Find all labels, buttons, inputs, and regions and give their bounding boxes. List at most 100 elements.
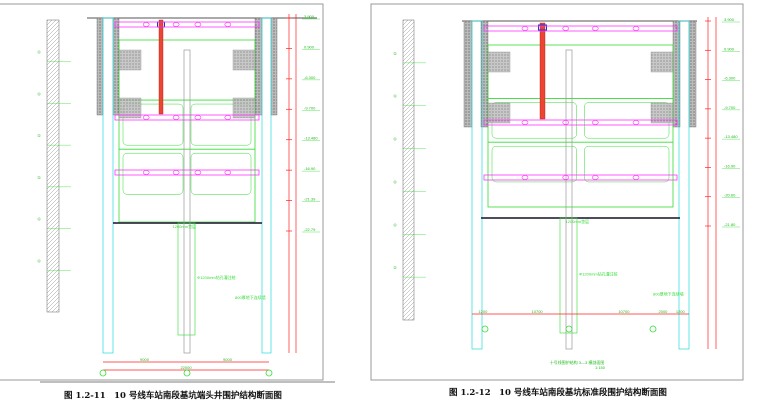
strut-joint [172, 115, 180, 120]
soil-layer-label: ① [393, 94, 397, 99]
strut-joint [142, 22, 150, 27]
strut-joint [194, 170, 202, 175]
figure-caption-1-2-12: 图 1.2-12 10 号线车站南段基坑标准段围护结构断面图 [449, 388, 667, 398]
strut-joint [224, 22, 232, 27]
elevation-label: 3.900 [724, 17, 735, 22]
strut-joint [172, 170, 180, 175]
axis-marker [481, 325, 489, 333]
station-structure-outline [487, 44, 674, 208]
strut-joint [591, 175, 599, 180]
dimension-label: 9000 [223, 357, 233, 362]
borehole-column [46, 19, 60, 313]
elevation-label: -9.700 [724, 105, 736, 110]
steel-column-red [158, 19, 164, 115]
steel-strut [483, 119, 678, 126]
axis-marker [99, 369, 107, 377]
elevation-label: -22.79 [304, 227, 316, 232]
steel-strut [114, 21, 260, 28]
elevation-label: -13.480 [724, 134, 738, 139]
strut-joint [521, 26, 529, 31]
strut-joint [521, 120, 529, 125]
diaphragm-wall [270, 17, 278, 116]
room-outline [584, 145, 670, 183]
retaining-pile [261, 17, 272, 354]
steel-strut [114, 169, 260, 176]
diaphragm-wall [688, 20, 697, 128]
kingpost-cap [538, 24, 547, 31]
dimension-label: 1200 [478, 309, 488, 314]
axis-marker [565, 325, 573, 333]
elevation-label: -21.80 [724, 222, 736, 227]
elevation-label: 0.900 [724, 46, 735, 51]
retaining-pile [678, 20, 690, 350]
elevation-label: -20.60 [724, 193, 736, 198]
soil-layer-label: ① [393, 222, 397, 227]
concrete-haunch [118, 97, 142, 119]
strut-joint [562, 120, 570, 125]
soil-layer-label: ① [37, 50, 41, 55]
center-column [565, 49, 573, 350]
elevation-label: -6.300 [304, 75, 316, 80]
figure-frame-right [370, 3, 744, 381]
dimension-label: 9000 [140, 357, 150, 362]
elevation-label: 3.900 [304, 14, 315, 19]
room-outline [190, 103, 252, 146]
axis-marker [265, 369, 273, 377]
steel-strut [114, 114, 260, 121]
wall-label: 800厚地下连续墙 [653, 291, 684, 297]
strut-joint [194, 22, 202, 27]
strut-joint [224, 170, 232, 175]
retaining-pile [102, 17, 114, 354]
steel-strut [483, 174, 678, 181]
wall-label: 800厚地下连续墙 [235, 294, 266, 300]
strut-joint [591, 26, 599, 31]
diaphragm-wall [463, 20, 473, 128]
strut-joint [562, 175, 570, 180]
concrete-haunch [487, 51, 511, 73]
retaining-pile [471, 20, 483, 350]
center-pile [559, 217, 578, 334]
pile-label: Φ1200mm钻孔灌注桩 [579, 271, 618, 277]
center-column [183, 49, 191, 354]
figure-frame-left [0, 3, 324, 381]
concrete-haunch [232, 49, 256, 71]
dimension-label: 22000 [180, 365, 192, 370]
soil-layer-label: ① [393, 51, 397, 56]
elevation-label: -6.300 [724, 76, 736, 81]
steel-column-red [539, 22, 546, 120]
axis-marker [649, 325, 657, 333]
strut-joint [632, 120, 640, 125]
soil-layer-label: ① [37, 175, 41, 180]
strut-joint [142, 115, 150, 120]
strut-joint [521, 175, 529, 180]
strut-joint [632, 175, 640, 180]
strut-joint [142, 170, 150, 175]
strut-joint [562, 26, 570, 31]
soil-layer-label: ① [37, 258, 41, 263]
room-outline [491, 145, 577, 183]
concrete-haunch [232, 97, 256, 119]
figure-caption-1-2-11: 图 1.2-11 10 号线车站南段基坑端头井围护结构断面图 [64, 391, 282, 401]
concrete-haunch [650, 102, 674, 124]
concrete-haunch [487, 102, 511, 124]
elevation-label: -13.480 [304, 136, 318, 141]
elevation-label: -9.700 [304, 105, 316, 110]
elevation-label: -16.90 [304, 166, 316, 171]
strut-joint [224, 115, 232, 120]
concrete-haunch [650, 51, 674, 73]
diaphragm-wall [96, 17, 104, 116]
elevation-label: -21.39 [304, 197, 316, 202]
strut-joint [591, 120, 599, 125]
strut-joint [632, 26, 640, 31]
dimension-label: 10700 [532, 309, 544, 314]
strut-joint [194, 115, 202, 120]
strut-joint [172, 22, 180, 27]
section-title-note: 十号线围护结构 3—3 横剖面图 [550, 359, 605, 365]
soil-layer-label: ① [393, 265, 397, 270]
soil-layer-label: ① [37, 91, 41, 96]
section-scale-note: 1:150 [595, 365, 606, 370]
dimension-label: 2000 [659, 309, 669, 314]
steel-strut [483, 25, 678, 32]
diaphragm-wall [254, 17, 263, 116]
